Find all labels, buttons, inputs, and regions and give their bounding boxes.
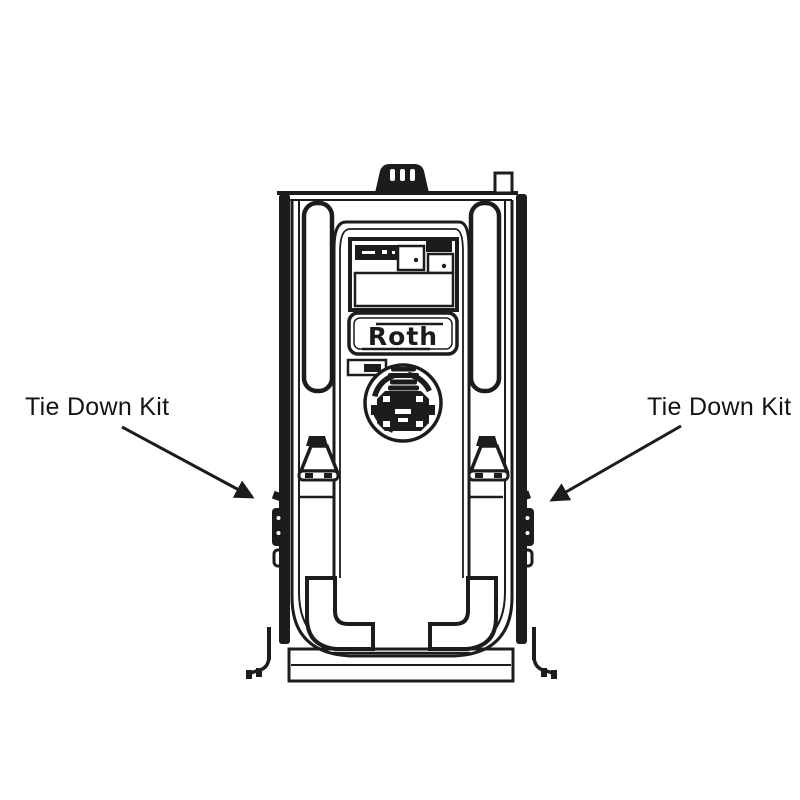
tie-down-hardware-right [519, 490, 534, 568]
side-rail-left [279, 194, 290, 644]
strap-bracket-right [467, 436, 510, 499]
side-rail-right [516, 194, 527, 644]
bottom-channel-right [428, 576, 498, 651]
top-right-tab [493, 171, 514, 195]
tie-down-label-left: Tie Down Kit [25, 393, 170, 421]
face-slot-left [301, 200, 335, 394]
left-callout-arrow [121, 425, 255, 499]
roth-logo: Roth [347, 311, 459, 356]
tie-down-hardware-left [271, 490, 285, 568]
face-slot-right [468, 200, 502, 394]
tank-body-outline [290, 200, 514, 658]
strap-bracket-left [297, 436, 340, 499]
anchor-foot-right [532, 627, 557, 679]
right-callout-arrow [549, 424, 682, 502]
fill-fitting [363, 363, 443, 443]
tank-top-edge [277, 191, 518, 201]
face-racetrack-outline [332, 220, 471, 578]
bottom-channel-left [305, 576, 375, 651]
vent-cap-icon [375, 164, 429, 193]
roth-logo-text: Roth [368, 322, 438, 351]
tie-down-label-right: Tie Down Kit [647, 393, 792, 421]
label-panel [348, 237, 459, 312]
anchor-foot-left [246, 627, 271, 679]
